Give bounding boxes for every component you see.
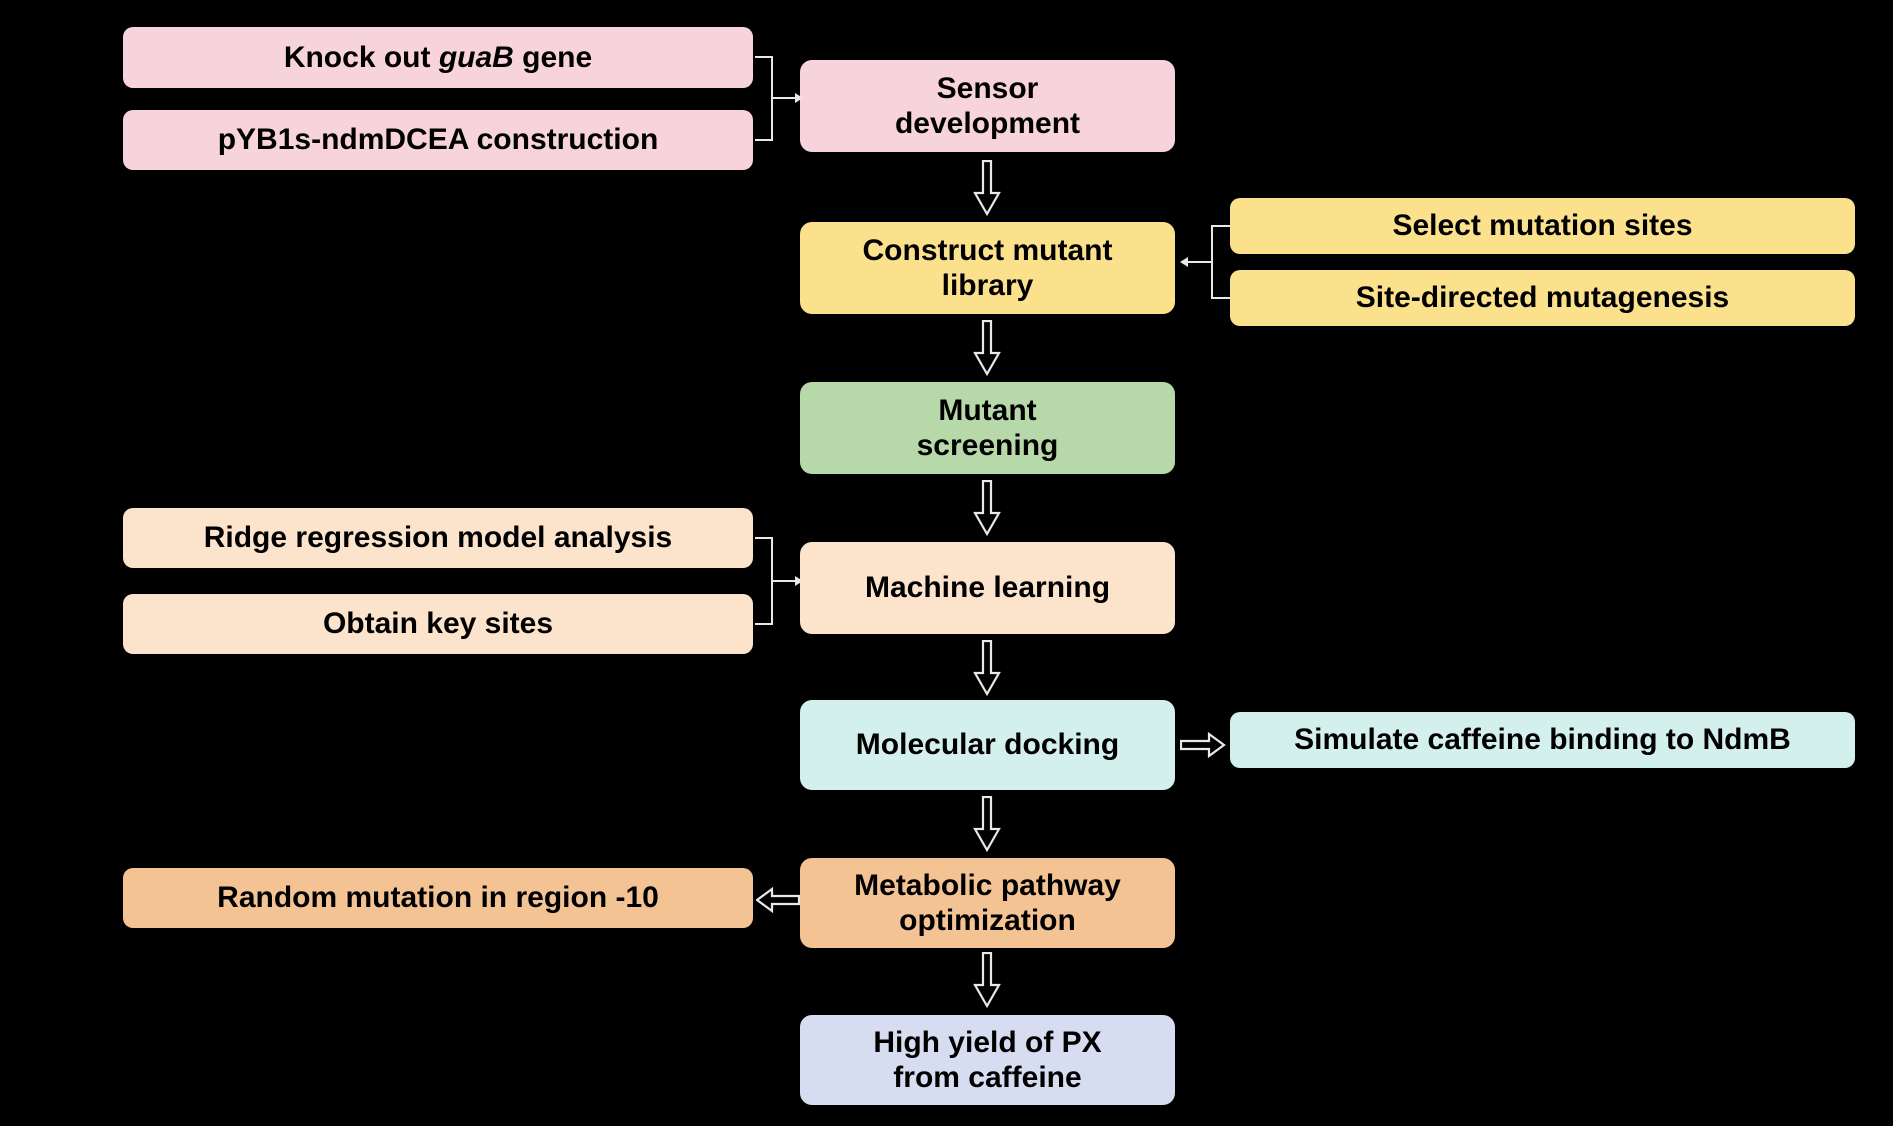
node-pyb1s-construction: pYB1s-ndmDCEA construction bbox=[123, 110, 753, 170]
bracket-connector-machine-learning bbox=[755, 537, 803, 625]
node-select-mutation-sites: Select mutation sites bbox=[1230, 198, 1855, 254]
node-label: Obtain key sites bbox=[322, 607, 554, 641]
bracket-connector-construct bbox=[1180, 225, 1230, 299]
node-site-directed-mutagenesis: Site-directed mutagenesis bbox=[1230, 270, 1855, 326]
node-label: Simulate caffeine binding to NdmB bbox=[1294, 723, 1791, 757]
down-arrow-icon bbox=[973, 480, 1001, 536]
node-simulate-caffeine-binding: Simulate caffeine binding to NdmB bbox=[1230, 712, 1855, 768]
down-arrow-icon bbox=[973, 796, 1001, 852]
down-arrow-icon bbox=[973, 160, 1001, 216]
node-knockout-guab-gene: Knock out guaB gene bbox=[123, 27, 753, 88]
node-label: pYB1s-ndmDCEA construction bbox=[217, 123, 659, 157]
node-label: High yield of PX from caffeine bbox=[873, 1025, 1102, 1094]
node-label: Select mutation sites bbox=[1392, 209, 1693, 243]
right-arrow-icon bbox=[1180, 732, 1226, 758]
node-label: Knock out guaB gene bbox=[274, 40, 602, 75]
node-label: Molecular docking bbox=[855, 728, 1120, 762]
bracket-connector-sensor bbox=[755, 56, 803, 141]
label-text: gene bbox=[513, 40, 593, 74]
node-ridge-regression: Ridge regression model analysis bbox=[123, 508, 753, 568]
node-label: Sensor development bbox=[894, 71, 1081, 140]
node-machine-learning: Machine learning bbox=[800, 542, 1175, 634]
left-arrow-icon bbox=[756, 887, 800, 913]
node-molecular-docking: Molecular docking bbox=[800, 700, 1175, 790]
node-construct-mutant-library: Construct mutant library bbox=[800, 222, 1175, 314]
node-label: Machine learning bbox=[864, 571, 1111, 605]
node-obtain-key-sites: Obtain key sites bbox=[123, 594, 753, 654]
node-high-yield-px: High yield of PX from caffeine bbox=[800, 1015, 1175, 1105]
node-label: Ridge regression model analysis bbox=[203, 521, 673, 555]
node-label: Construct mutant library bbox=[862, 233, 1113, 302]
node-metabolic-pathway-optimization: Metabolic pathway optimization bbox=[800, 858, 1175, 948]
node-label: Site-directed mutagenesis bbox=[1355, 281, 1730, 315]
down-arrow-icon bbox=[973, 320, 1001, 376]
down-arrow-icon bbox=[973, 952, 1001, 1008]
gene-name-italic: guaB bbox=[438, 40, 514, 74]
label-text: Knock out bbox=[283, 40, 439, 74]
node-mutant-screening: Mutant screening bbox=[800, 382, 1175, 474]
down-arrow-icon bbox=[973, 640, 1001, 696]
node-label: Random mutation in region -10 bbox=[217, 881, 659, 915]
node-random-mutation: Random mutation in region -10 bbox=[123, 868, 753, 928]
node-label: Mutant screening bbox=[916, 393, 1059, 462]
node-sensor-development: Sensor development bbox=[800, 60, 1175, 152]
node-label: Metabolic pathway optimization bbox=[854, 868, 1121, 937]
